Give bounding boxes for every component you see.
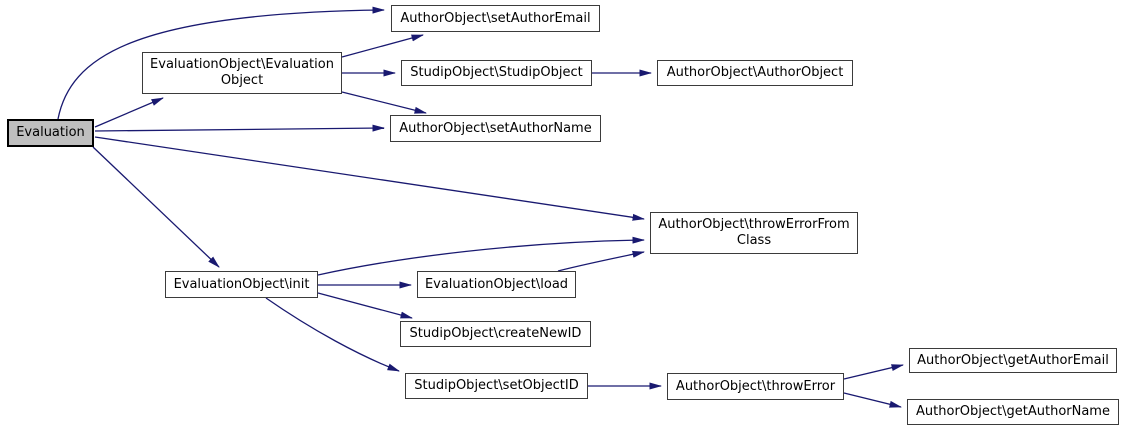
- node-set-author-name[interactable]: AuthorObject\setAuthorName: [390, 115, 601, 142]
- node-label: Evaluation: [16, 125, 85, 140]
- node-label: Object: [220, 73, 264, 88]
- node-authorobject-ctor[interactable]: AuthorObject\AuthorObject: [657, 60, 853, 86]
- node-label: EvaluationObject\Evaluation: [150, 57, 334, 72]
- node-label: EvaluationObject\load: [424, 276, 569, 292]
- edge-evaluation-to-set-author-name: [94, 124, 385, 132]
- node-label: StudipObject\StudipObject: [410, 65, 583, 80]
- node-label: EvaluationObject\init: [173, 276, 310, 292]
- node-studipobject-ctor[interactable]: StudipObject\StudipObject: [401, 60, 592, 86]
- node-throw-error[interactable]: AuthorObject\throwError: [667, 373, 844, 400]
- edge-throw-error-to-get-author-name: [843, 392, 902, 408]
- node-create-new-id[interactable]: StudipObject\createNewID: [400, 321, 591, 347]
- edge-evaluationobject-ctor-to-set-author-email: [341, 34, 424, 58]
- edge-evaluation-to-init: [92, 146, 220, 268]
- node-get-author-email[interactable]: AuthorObject\getAuthorEmail: [909, 348, 1117, 373]
- node-label: StudipObject\createNewID: [409, 326, 582, 341]
- edge-init-to-create-new-id: [317, 292, 413, 319]
- node-label: AuthorObject\getAuthorEmail: [917, 352, 1109, 368]
- node-label: Class: [736, 233, 772, 248]
- node-label: AuthorObject\AuthorObject: [666, 65, 844, 80]
- node-get-author-name[interactable]: AuthorObject\getAuthorName: [907, 399, 1119, 425]
- node-label: AuthorObject\setAuthorName: [399, 120, 592, 136]
- edge-evaluation-to-evaluationobject-ctor: [94, 97, 164, 128]
- node-label: StudipObject\setObjectID: [414, 378, 579, 393]
- node-label: AuthorObject\setAuthorEmail: [400, 10, 591, 26]
- node-evaluation: Evaluation: [7, 119, 94, 147]
- node-label: AuthorObject\throwError: [675, 378, 836, 394]
- edge-init-to-set-object-id: [265, 297, 400, 372]
- edge-load-to-throw-error-from-class: [557, 250, 645, 272]
- edge-throw-error-to-get-author-email: [843, 364, 904, 380]
- node-label: AuthorObject\getAuthorName: [916, 404, 1110, 419]
- node-load[interactable]: EvaluationObject\load: [417, 271, 576, 298]
- edge-evaluation-to-throw-error-from-class: [94, 136, 645, 221]
- edge-evaluationobject-ctor-to-set-author-name: [341, 91, 427, 114]
- node-init[interactable]: EvaluationObject\init: [165, 271, 318, 298]
- node-set-author-email[interactable]: AuthorObject\setAuthorEmail: [391, 5, 600, 32]
- node-set-object-id[interactable]: StudipObject\setObjectID: [405, 373, 588, 399]
- node-label: AuthorObject\throwErrorFrom: [658, 217, 850, 232]
- edge-init-to-throw-error-from-class: [317, 236, 645, 276]
